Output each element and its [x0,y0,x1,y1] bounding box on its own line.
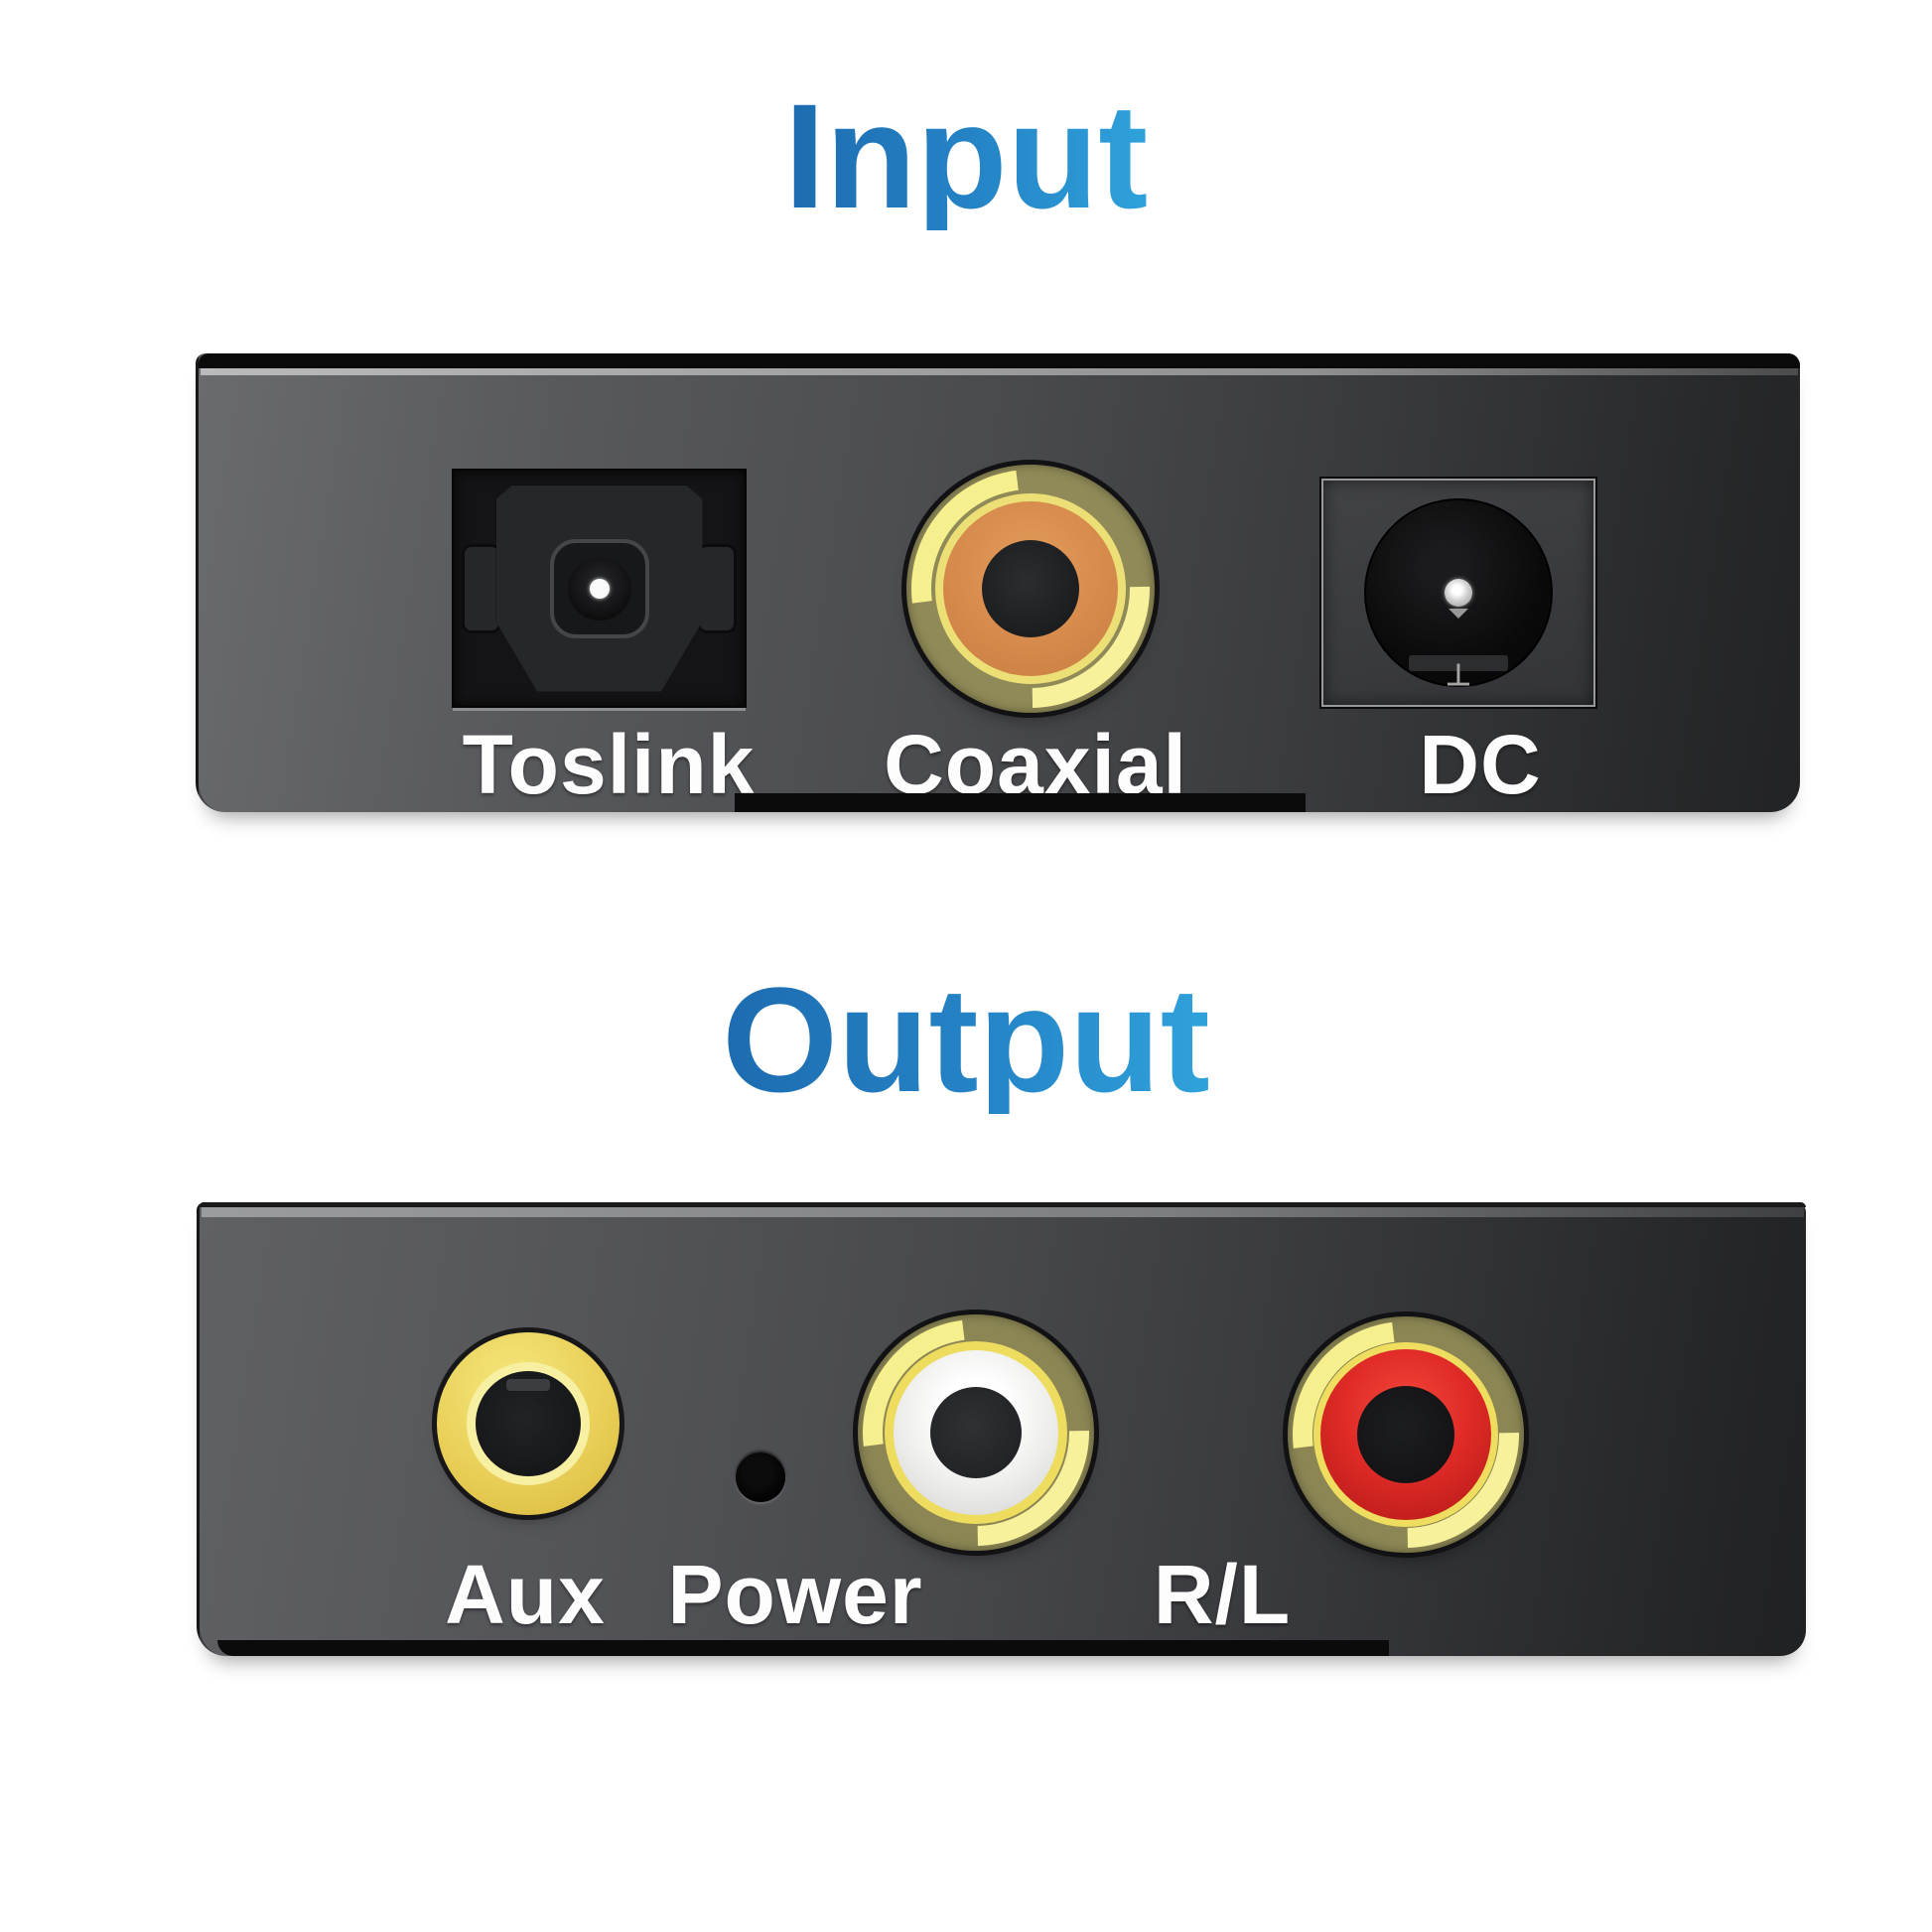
output-panel: Aux Power R/L [197,1202,1806,1656]
rca-left-white-ring [894,1350,1058,1515]
toslink-label: Toslink [462,718,756,811]
panel-top-highlight [202,1207,1804,1217]
power-indicator-hole [736,1452,785,1502]
rca-left-white-port [858,1314,1094,1551]
dc-ground-mark: ⊥ [1445,659,1472,692]
output-section-title: Output [722,956,1210,1123]
panel-bottom-bar [735,793,1306,812]
rca-right-center-hole [1357,1386,1454,1483]
aux-port [437,1332,620,1515]
input-section-title: Input [783,72,1149,239]
rca-left-gold-ring [885,1341,1067,1524]
aux-center-hole [476,1371,581,1476]
panel-top-highlight [201,368,1798,375]
coaxial-gold-ring [935,493,1126,684]
toslink-connector-body [495,484,703,692]
coaxial-port [906,465,1155,713]
rca-right-gold-ring [1313,1342,1498,1527]
dc-port: ⊥ [1321,479,1595,707]
dc-label: DC [1419,718,1542,811]
rca-right-red-ring [1320,1349,1491,1520]
dc-barrel-socket: ⊥ [1364,498,1553,691]
toslink-side-tab-left [462,543,501,633]
dc-bottom-notch [1409,655,1508,671]
toslink-side-tab-right [697,543,737,633]
coaxial-orange-ring [943,501,1118,676]
panel-top-edge [200,1202,1806,1207]
coaxial-center-hole [982,540,1079,637]
power-label: Power [667,1548,923,1641]
panel-bottom-bar [217,1640,1389,1656]
coaxial-label: Coaxial [884,718,1187,811]
rl-label: R/L [1153,1548,1292,1641]
rca-right-red-port [1288,1316,1524,1553]
input-panel: ⊥ Toslink Coaxial DC [196,353,1800,812]
toslink-lens-ring [549,538,649,638]
aux-inner-ring [467,1362,590,1485]
toslink-port [452,469,747,708]
dc-center-pin [1445,579,1472,607]
panel-top-edge [199,353,1800,368]
toslink-fiber-dot [589,578,610,599]
rca-left-center-hole [930,1387,1022,1478]
toslink-fiber-hole [567,556,631,621]
aux-label: Aux [445,1548,606,1641]
